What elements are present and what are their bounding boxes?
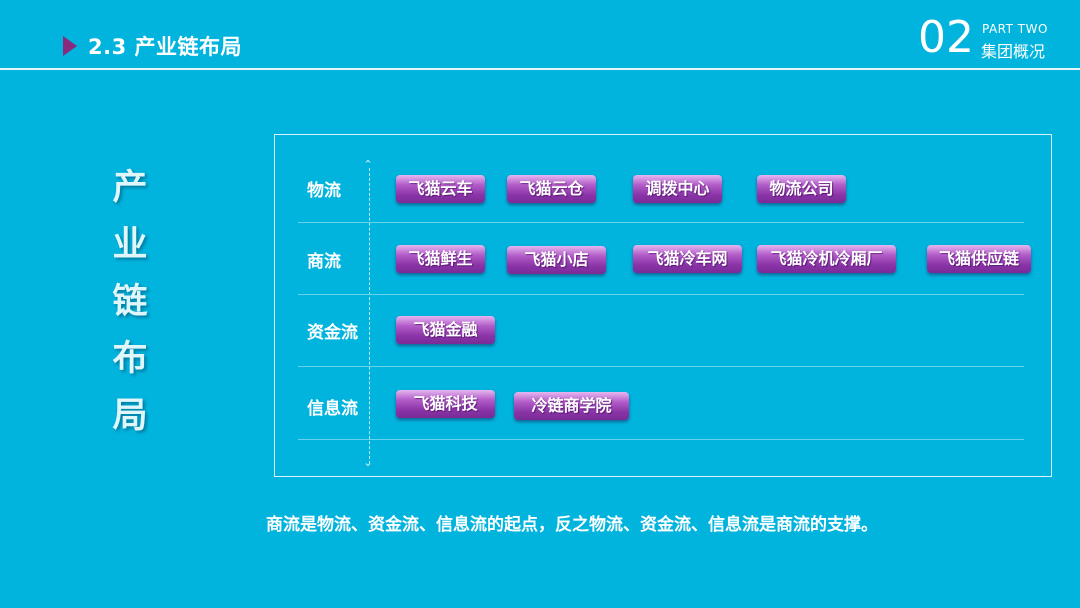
side-title-char: 局 [112, 396, 148, 436]
row-label-commerce: 商流 [307, 252, 341, 272]
tag-button[interactable]: 调拨中心 [633, 175, 722, 203]
row-divider [298, 366, 1024, 367]
part-label: PART TWO [982, 22, 1048, 36]
row-divider [298, 294, 1024, 295]
tag-button[interactable]: 飞猫供应链 [927, 245, 1031, 273]
tag-button[interactable]: 冷链商学院 [514, 392, 629, 420]
side-title-char: 布 [112, 339, 148, 379]
tag-button[interactable]: 飞猫冷车网 [633, 245, 742, 273]
header-divider [0, 68, 1080, 70]
chain-frame [274, 134, 1052, 477]
tag-button[interactable]: 物流公司 [757, 175, 846, 203]
part-subtitle: 集团概况 [981, 42, 1046, 61]
side-title-char: 产 [112, 168, 148, 208]
vertical-axis [369, 168, 371, 464]
row-label-capital: 资金流 [307, 323, 358, 343]
tag-button[interactable]: 飞猫金融 [396, 316, 495, 344]
tag-button[interactable]: 飞猫云车 [396, 175, 485, 203]
tag-button[interactable]: 飞猫小店 [507, 246, 606, 274]
side-title-char: 链 [112, 282, 148, 322]
axis-down-arrow-icon: ⌄ [363, 456, 373, 469]
tag-button[interactable]: 飞猫鲜生 [396, 245, 485, 273]
row-label-logistics: 物流 [307, 181, 341, 201]
tag-button[interactable]: 飞猫云仓 [507, 175, 596, 203]
row-divider [298, 439, 1024, 440]
tag-button[interactable]: 飞猫科技 [396, 390, 495, 418]
side-title-char: 业 [112, 225, 148, 265]
axis-up-arrow-icon: ⌃ [363, 158, 373, 171]
page-title: 2.3 产业链布局 [88, 35, 243, 59]
row-label-information: 信息流 [307, 399, 358, 419]
tag-button[interactable]: 飞猫冷机冷厢厂 [757, 245, 896, 273]
side-title: 产 业 链 布 局 [104, 160, 156, 445]
footer-caption: 商流是物流、资金流、信息流的起点，反之物流、资金流、信息流是商流的支撑。 [266, 515, 878, 535]
part-number: 02 [918, 12, 974, 63]
header-arrow-icon [63, 36, 77, 56]
row-divider [298, 222, 1024, 223]
